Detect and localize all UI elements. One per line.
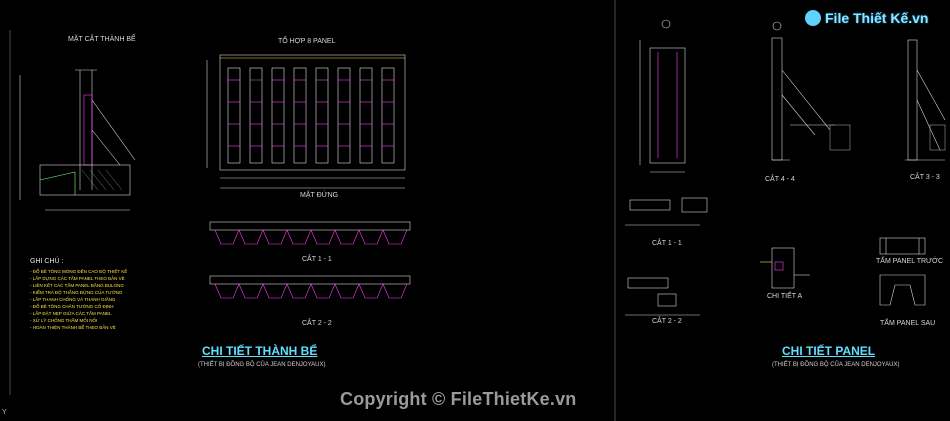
panel-profile <box>382 283 408 299</box>
wall-section-drawing <box>19 69 136 211</box>
panel-outline <box>381 67 395 164</box>
cut-4-4-label: CẮT 4 - 4 <box>765 176 795 183</box>
note-line: - LẮP ĐẶT NẸP GIỮA CÁC TẤM PANEL <box>30 311 112 316</box>
small-cut-2-2-label: CẮT 2 - 2 <box>652 318 682 325</box>
note-line: - KIỂM TRA ĐỘ THẲNG ĐỨNG CỦA TƯỜNG <box>30 290 123 295</box>
cut-4-4-drawing <box>771 21 851 161</box>
detail-a-label: CHI TIẾT A <box>767 293 803 300</box>
panel-profile <box>262 229 288 245</box>
panel-back-label: TẤM PANEL SAU <box>880 320 936 327</box>
panel-outline <box>315 67 329 164</box>
left-main-title: CHI TIẾT THÀNH BỂ <box>202 344 318 358</box>
panel-outline <box>249 67 263 164</box>
ucs-icon: Y <box>2 409 7 416</box>
cut-1-1-label: CẮT 1 - 1 <box>302 256 332 263</box>
logo-text: File Thiết Kế.vn <box>825 10 929 26</box>
cut-2-2-drawing <box>209 275 411 299</box>
panel-profile <box>358 283 384 299</box>
elevation-label: MẶT ĐỨNG <box>300 192 339 199</box>
panel-profile <box>238 283 264 299</box>
note-line: - LIÊN KẾT CÁC TẤM PANEL BẰNG BULONG <box>30 283 124 288</box>
note-line: - XỬ LÝ CHỐNG THẤM MỐI NỐI <box>30 318 98 323</box>
note-line: - ĐỔ BÊ TÔNG CHÂN TƯỜNG CỐ ĐỊNH <box>30 304 114 309</box>
panel-profile <box>310 283 336 299</box>
right-main-subtitle: (THIẾT BỊ ĐỒNG BỘ CỦA JEAN DENJOYAUX) <box>772 362 900 368</box>
right-main-title: CHI TIẾT PANEL <box>782 344 876 358</box>
sheet-frame <box>9 0 616 421</box>
note-line: - ĐỔ BÊ TÔNG MÓNG ĐẾN CAO ĐỘ THIẾT KẾ <box>30 269 128 274</box>
assembly-title: TỔ HỢP 8 PANEL <box>278 38 336 45</box>
panel-profile <box>286 283 312 299</box>
filethietke-logo: File Thiết Kế.vn <box>805 10 928 26</box>
note-line: - LẮP THANH CHỐNG VÀ THANH GIẰNG <box>30 297 116 302</box>
panel-profile <box>382 229 408 245</box>
cut-3-3-label: CẮT 3 - 3 <box>910 174 940 181</box>
wall-section-title: MẶT CẮT THÀNH BỂ <box>68 36 136 43</box>
panel-outline <box>271 67 285 164</box>
panel-profile <box>238 229 264 245</box>
copyright-watermark: Copyright © FileThietKe.vn <box>340 389 577 409</box>
panel-outline <box>337 67 351 164</box>
panel-profile <box>214 283 240 299</box>
panel-elevation-drawing <box>206 54 406 189</box>
small-cut-2-2 <box>625 277 700 316</box>
panel-profile <box>358 229 384 245</box>
detail-a-drawing <box>760 247 810 289</box>
panel-outline <box>293 67 307 164</box>
cut-1-1-drawing <box>209 221 411 245</box>
panel-profile <box>286 229 312 245</box>
cut-3-3-drawing <box>905 39 946 161</box>
panel-outline <box>227 67 241 164</box>
note-line: - LẮP DỰNG CÁC TẤM PANEL THEO BẢN VẼ <box>30 276 125 281</box>
left-main-subtitle: (THIẾT BỊ ĐỒNG BỘ CỦA JEAN DENJOYAUX) <box>198 362 326 368</box>
panel-front-label: TẤM PANEL TRƯỚC <box>876 258 944 265</box>
panel-front-elevation <box>639 19 686 173</box>
small-cut-1-1 <box>625 197 708 226</box>
panel-profile <box>214 229 240 245</box>
panel-profile <box>310 229 336 245</box>
panel-back-plan <box>879 274 926 306</box>
general-notes: GHI CHÚ : - ĐỔ BÊ TÔNG MÓNG ĐẾN CAO ĐỘ T… <box>30 258 190 331</box>
small-cut-1-1-label: CẮT 1 - 1 <box>652 240 682 247</box>
panel-profile <box>334 283 360 299</box>
logo-icon <box>805 10 821 26</box>
panel-profile <box>334 229 360 245</box>
panel-profile <box>262 283 288 299</box>
wall-section-hatch <box>81 169 123 191</box>
cut-2-2-label: CẮT 2 - 2 <box>302 320 332 327</box>
notes-title: GHI CHÚ : <box>30 258 64 265</box>
panel-front-plan <box>879 237 926 255</box>
note-line: - HOÀN THIỆN THÀNH BỂ THEO BẢN VẼ <box>30 325 116 330</box>
panel-outline <box>359 67 373 164</box>
